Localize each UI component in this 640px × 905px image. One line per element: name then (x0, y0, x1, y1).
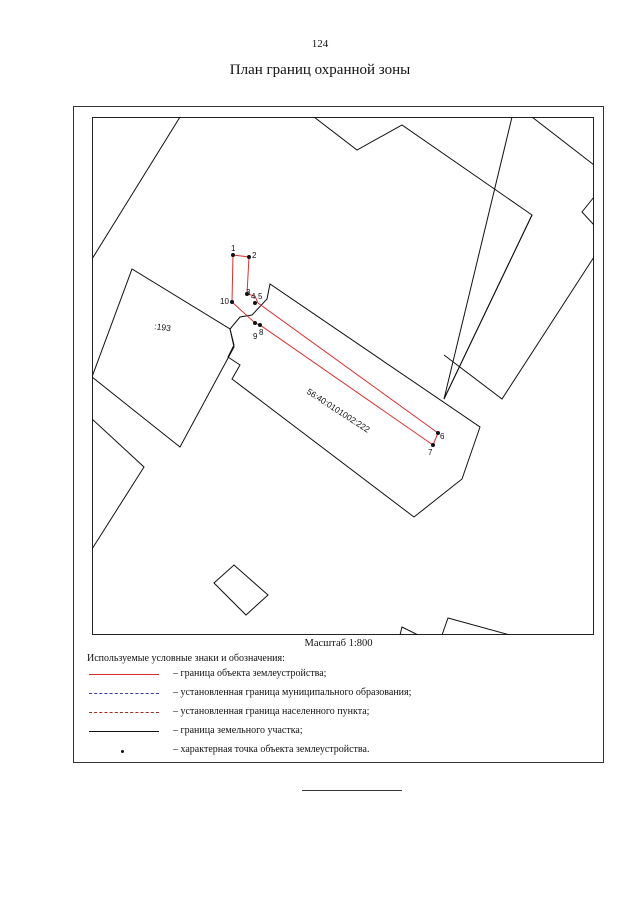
footer-rule (302, 790, 402, 791)
legend-item: – граница земельного участка; (87, 723, 597, 742)
parcel-193[interactable] (92, 268, 235, 448)
point-dot-symbol (121, 750, 124, 753)
characteristic-points (230, 253, 440, 447)
legend-item: – характерная точка объекта землеустройс… (87, 742, 597, 761)
parcel-boundary (92, 117, 181, 260)
point-3[interactable] (245, 292, 249, 296)
point-2[interactable] (247, 255, 251, 259)
parcel-boundary (581, 196, 594, 226)
protection-zone-boundary[interactable] (231, 254, 439, 446)
point-6[interactable] (436, 431, 440, 435)
point-label: 7 (428, 448, 433, 457)
legend-item-text: – установленная граница населенного пунк… (173, 706, 370, 717)
point-9[interactable] (253, 321, 257, 325)
parcel-boundary (531, 117, 594, 166)
legend-item-text: – граница объекта землеустройства; (173, 668, 327, 679)
building[interactable] (213, 564, 269, 616)
legend-item-text: – граница земельного участка; (173, 725, 303, 736)
parcel-boundary (443, 256, 594, 400)
map-border (92, 117, 594, 635)
point-label: 5 (258, 292, 263, 301)
parcel-boundary (399, 626, 419, 635)
parcel-boundary (443, 214, 533, 400)
point-label: 6 (440, 432, 445, 441)
legend-heading: Используемые условные знаки и обозначени… (87, 653, 285, 664)
black-solid-line-symbol (89, 731, 159, 732)
cadastral-map[interactable]: 1 2 3 4 5 6 7 8 9 10 :193 56:40:0101002:… (92, 117, 594, 635)
point-label: 9 (253, 332, 258, 341)
legend-item: – граница объекта землеустройства; (87, 666, 597, 685)
page-number: 124 (311, 38, 329, 50)
parcel-boundary (92, 418, 145, 550)
red-dash-dot-line-symbol (89, 712, 159, 713)
point-1[interactable] (231, 253, 235, 257)
legend-item-text: – установленная граница муниципального о… (173, 687, 412, 698)
legend-item-text: – характерная точка объекта землеустройс… (173, 744, 370, 755)
parcel-222-label: 56:40:0101002:222 (305, 386, 372, 434)
red-solid-line-symbol (89, 674, 159, 675)
point-label: 8 (259, 328, 264, 337)
point-10[interactable] (230, 300, 234, 304)
parcel-boundary (441, 617, 511, 635)
point-7[interactable] (431, 443, 435, 447)
point-label: 4 (251, 292, 256, 301)
point-label: 3 (246, 288, 251, 297)
point-label: 2 (252, 251, 257, 260)
parcel-222[interactable] (227, 283, 481, 518)
parcel-193-label: :193 (154, 321, 172, 333)
legend-item: – установленная граница муниципального о… (87, 685, 597, 704)
map-scale: Масштаб 1:800 (304, 638, 373, 649)
page-title: План границ охранной зоны (229, 62, 411, 78)
map-frame (73, 106, 604, 763)
legend: Используемые условные знаки и обозначени… (87, 653, 597, 761)
blue-dash-dot-line-symbol (89, 693, 159, 694)
point-label: 1 (231, 244, 236, 253)
point-label: 10 (220, 297, 229, 306)
parcel-boundary (313, 117, 533, 400)
point-5[interactable] (253, 301, 257, 305)
legend-item: – установленная граница населенного пунк… (87, 704, 597, 723)
point-8[interactable] (258, 323, 262, 327)
